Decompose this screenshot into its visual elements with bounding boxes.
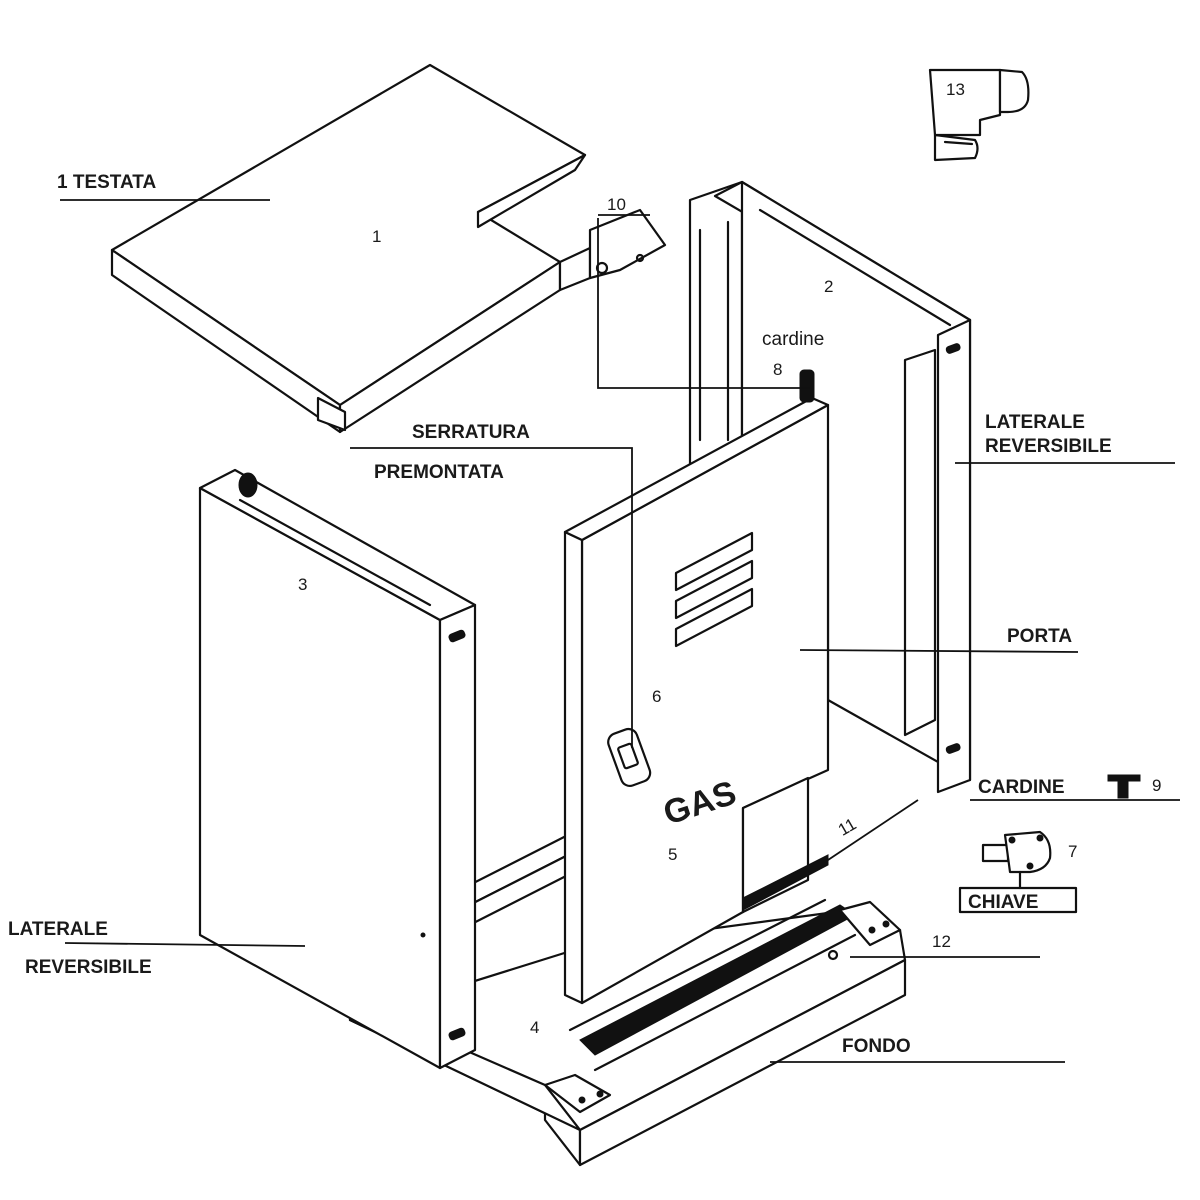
number-2: 2 [824,277,833,296]
number-7: 7 [1068,842,1077,861]
label-laterale-left-2: REVERSIBILE [25,957,152,978]
label-porta: PORTA [1007,626,1072,647]
part-13-detail [928,68,1030,162]
key-7-icon [958,830,1078,914]
label-cardine-small: cardine [762,329,824,350]
number-4: 4 [530,1018,539,1037]
label-laterale-right-2: REVERSIBILE [985,436,1112,457]
number-8: 8 [773,360,782,379]
part-testata [110,63,667,434]
part-laterale-left [198,468,477,1070]
number-11: 11 [835,814,860,839]
label-laterale-left-1: LATERALE [8,919,108,940]
part-numbers: 1 2 3 4 5 6 7 8 9 10 11 12 13 [298,80,1161,1037]
part-laterale-right [688,180,972,794]
number-10: 10 [607,195,626,214]
leader-lines [60,199,1180,1063]
number-9: 9 [1152,776,1161,795]
hinge-9-icon [1107,774,1141,799]
part-porta: GAS [563,369,830,1005]
number-5: 5 [668,845,677,864]
label-serratura: SERRATURA [412,422,530,443]
label-laterale-right-1: LATERALE [985,412,1085,433]
number-12: 12 [932,932,951,951]
number-3: 3 [298,575,307,594]
label-testata: 1 TESTATA [57,172,157,193]
number-1: 1 [372,227,381,246]
text-labels: 1 TESTATA SERRATURA PREMONTATA cardine L… [8,172,1112,1057]
part-fondo [348,898,907,1167]
label-fondo: FONDO [842,1036,911,1057]
label-chiave: CHIAVE [968,892,1038,913]
number-6: 6 [652,687,661,706]
label-premontata: PREMONTATA [374,462,504,483]
number-13: 13 [946,80,965,99]
label-cardine-caps: CARDINE [978,777,1065,798]
